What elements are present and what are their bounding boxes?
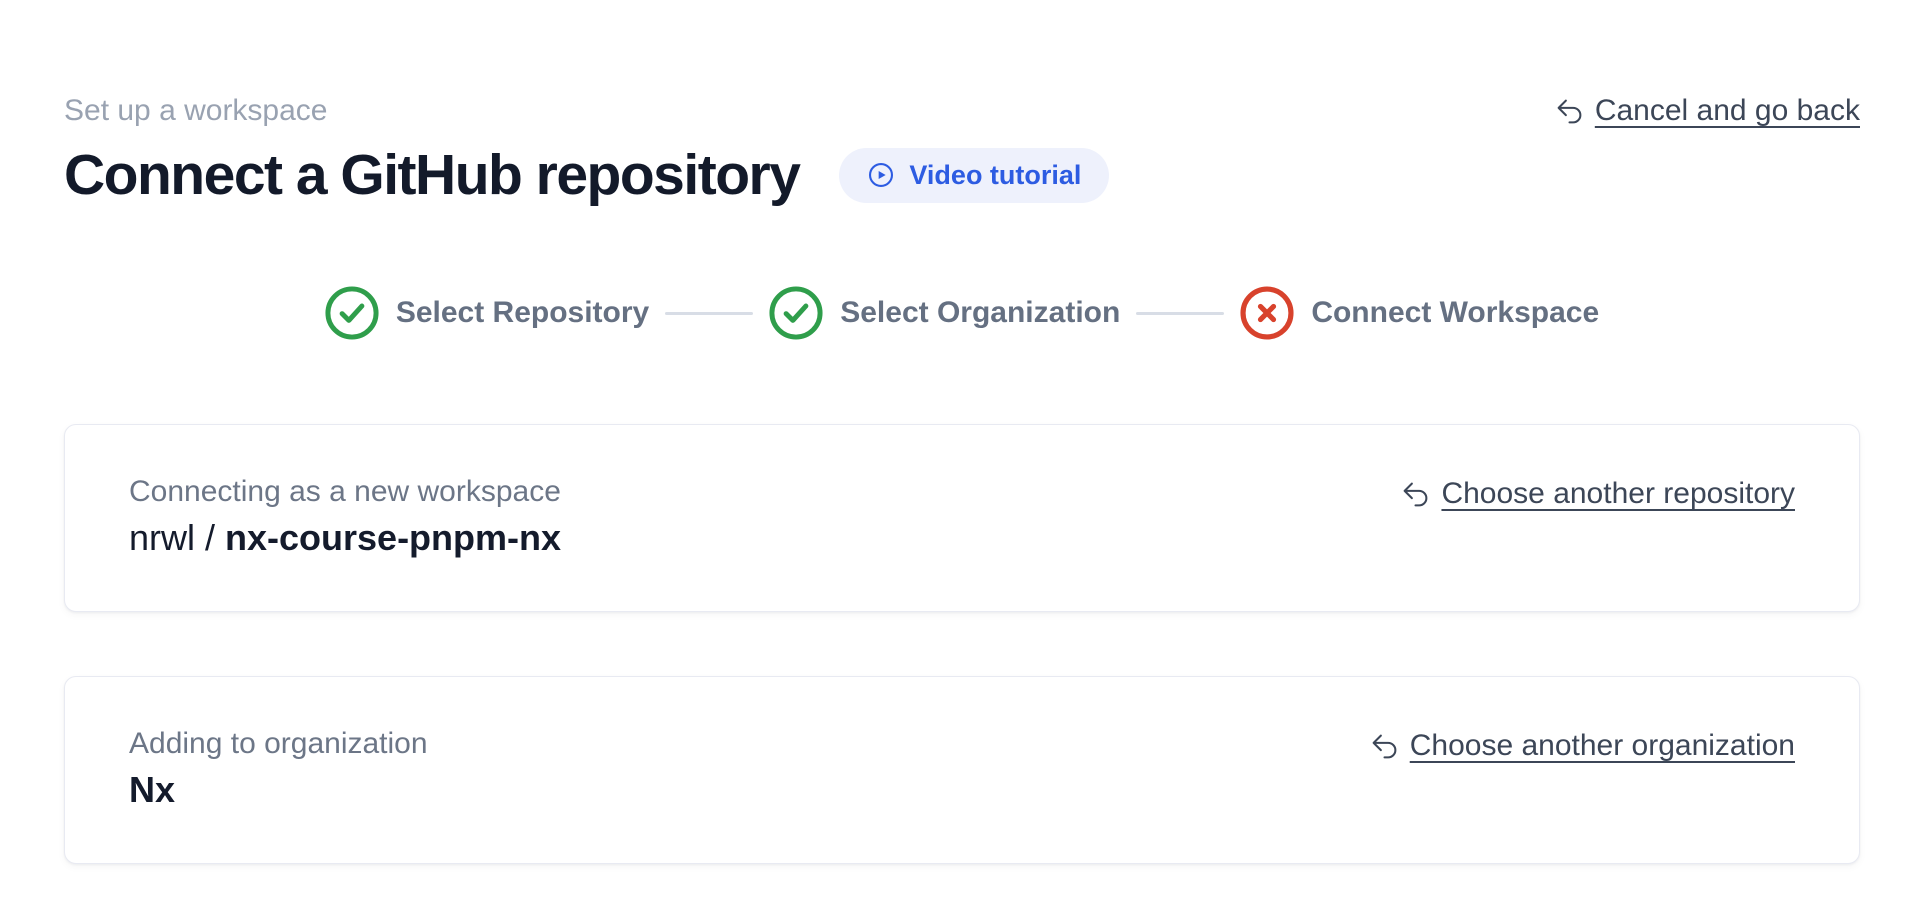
stepper-step-select-organization: Select Organization <box>769 286 1120 340</box>
check-circle-icon <box>769 286 823 340</box>
repository-name: nrwl /nx-course-pnpm-nx <box>129 517 561 559</box>
video-tutorial-button[interactable]: Video tutorial <box>839 147 1110 203</box>
repository-card-label: Connecting as a new workspace <box>129 475 561 508</box>
choose-another-organization-label: Choose another organization <box>1409 729 1795 762</box>
x-circle-icon <box>1240 286 1294 340</box>
organization-name: Nx <box>129 769 176 810</box>
stepper-step-label: Connect Workspace <box>1311 296 1600 329</box>
organization-card-content: Adding to organization Nx <box>129 727 428 811</box>
organization-card-label: Adding to organization <box>129 727 428 760</box>
arrow-uturn-left-icon <box>1404 482 1428 506</box>
title-row: Connect a GitHub repository Video tutori… <box>64 142 1860 208</box>
choose-another-organization-link[interactable]: Choose another organization <box>1370 729 1795 763</box>
cancel-and-go-back-link[interactable]: Cancel and go back <box>1555 94 1860 128</box>
page-title: Connect a GitHub repository <box>64 143 801 207</box>
cancel-link-label: Cancel and go back <box>1594 94 1860 127</box>
workspace-setup-prelude: Set up a workspace <box>64 94 328 127</box>
top-row: Set up a workspace Cancel and go back <box>64 94 1860 128</box>
stepper-step-select-repository: Select Repository <box>325 286 649 340</box>
stepper: Select Repository Select Organization Co… <box>64 286 1860 340</box>
repository-card-content: Connecting as a new workspace nrwl /nx-c… <box>129 475 561 559</box>
stepper-step-connect-workspace: Connect Workspace <box>1240 286 1599 340</box>
repository-card: Connecting as a new workspace nrwl /nx-c… <box>64 424 1860 612</box>
stepper-step-label: Select Organization <box>840 296 1121 329</box>
check-circle-icon <box>325 286 379 340</box>
stepper-connector <box>665 311 754 315</box>
play-circle-icon <box>869 162 894 188</box>
organization-card: Adding to organization Nx Choose another… <box>64 676 1860 864</box>
arrow-uturn-left-icon <box>1557 99 1582 123</box>
page-container: Set up a workspace Cancel and go back Co… <box>64 94 1860 864</box>
choose-another-repository-link[interactable]: Choose another repository <box>1401 477 1795 511</box>
repository-repo-name: nx-course-pnpm-nx <box>225 517 562 558</box>
stepper-step-label: Select Repository <box>395 296 650 329</box>
repository-owner: nrwl / <box>129 517 216 558</box>
choose-another-repository-label: Choose another repository <box>1441 477 1795 510</box>
arrow-uturn-left-icon <box>1372 734 1397 758</box>
video-tutorial-label: Video tutorial <box>909 159 1082 190</box>
stepper-connector <box>1136 311 1225 315</box>
